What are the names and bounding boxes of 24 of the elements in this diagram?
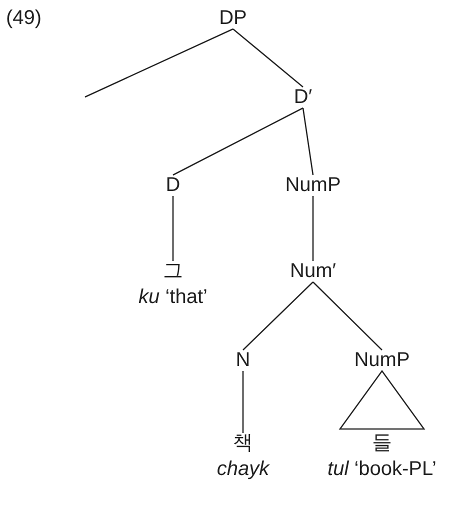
category-label: NumP [354,347,410,373]
gloss-text: chayk [216,457,270,482]
category-label: DP [219,5,247,31]
hangul-word: 그 [163,259,183,284]
category-label: NumP [285,172,341,198]
triangle-branch [338,370,426,430]
tree-branch [242,371,244,433]
gloss-text: ku ‘that’ [138,285,208,310]
gloss-text: tul ‘book-PL’ [328,457,436,482]
category-label: D [166,172,180,198]
hangul-word: 들 [372,431,392,456]
tree-branch [242,282,314,350]
tree-branch [172,107,304,176]
category-label: Num′ [290,258,336,284]
tree-branch [84,28,234,98]
tree-branch [312,282,382,350]
example-number: (49) [6,6,42,31]
tree-branch [232,28,304,88]
hangul-word: 책 [233,431,253,456]
tree-branch [312,196,314,261]
tree-branch [302,108,314,176]
tree-branch [172,196,174,261]
category-label: N [236,347,250,373]
category-label: D′ [294,84,312,110]
